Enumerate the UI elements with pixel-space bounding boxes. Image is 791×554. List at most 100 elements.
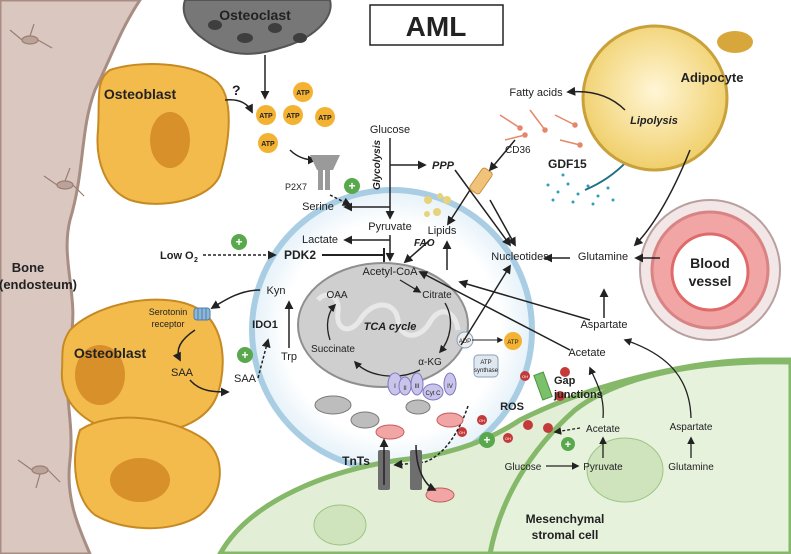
bone-label-1: Bone [12, 260, 45, 275]
complex-i-label: I [394, 384, 396, 390]
glycolysis-label: Glycolysis [372, 140, 383, 190]
cd36-transporter [469, 167, 493, 195]
citrate-label: Citrate [422, 290, 452, 301]
ido1-label: IDO1 [252, 319, 278, 331]
gap-junction-icon [533, 371, 553, 401]
atp-synthase: ATP synthase ADP ATP [456, 331, 522, 378]
blood-vessel-label-2: vessel [689, 273, 732, 289]
p2x7-label: P2X7 [285, 182, 307, 192]
gdf15-label: GDF15 [548, 157, 587, 171]
atp-label-5: ATP [261, 141, 275, 148]
adp-label: ADP [459, 339, 471, 345]
gap-junctions-label-2: junctions [553, 389, 603, 401]
succinate-label: Succinate [311, 344, 355, 355]
akg-label: α-KG [418, 357, 442, 368]
nucleotides-label: Nucleotides [491, 251, 549, 263]
p2x7-receptor-icon [310, 155, 340, 190]
kyn-label: Kyn [267, 285, 286, 297]
saa-inner-label: SAA [171, 367, 194, 379]
serotonin-label-1: Serotonin [149, 307, 188, 317]
mitochondrion [297, 262, 469, 388]
transferred-mitochondria [314, 395, 464, 503]
msc-label-2: stromal cell [532, 528, 599, 542]
bone-region [0, 0, 142, 554]
pyruvate-label: Pyruvate [368, 221, 411, 233]
electron-transport-chain: I II III Cyt C IV [387, 372, 457, 401]
adipocyte-cell [581, 24, 729, 172]
svg-text:+: + [235, 235, 242, 249]
atp-synthase-label-1: ATP [480, 360, 491, 366]
ppp-label: PPP [432, 160, 455, 172]
msc-aspartate-label: Aspartate [670, 422, 713, 433]
svg-text:OH: OH [522, 374, 528, 379]
plus-icon-pdk2 [231, 234, 247, 250]
title-box [369, 4, 504, 46]
svg-text:OH: OH [459, 430, 465, 435]
lipolysis-label: Lipolysis [630, 115, 678, 127]
bone-label-2: (endosteum) [0, 277, 77, 292]
glutamine-label: Glutamine [578, 251, 628, 263]
gap-junctions-label-1: Gap [554, 375, 576, 387]
low-o2-label: Low O [160, 250, 194, 262]
osteocytes [9, 23, 85, 489]
question-mark: ? [232, 82, 241, 98]
ros-radicals: OH OH OH OH [457, 367, 570, 443]
ros-label: ROS [500, 401, 524, 413]
atp-label-1: ATP [296, 90, 310, 97]
pdk2-label: PDK2 [284, 248, 316, 262]
aspartate-label: Aspartate [580, 319, 627, 331]
acetyl-coa-label: Acetyl-CoA [362, 266, 418, 278]
osteoclast-nuclei [208, 20, 307, 43]
complex-iii-label: III [414, 384, 419, 390]
atp-small-label: ATP [507, 340, 518, 346]
osteoblast-bottom-label: Osteoblast [74, 345, 147, 361]
serine-label: Serine [302, 201, 334, 213]
o2-subscript: 2 [194, 257, 198, 264]
plus-icon-msc [561, 437, 575, 451]
complex-ii-label: II [403, 386, 407, 392]
svg-text:+: + [241, 348, 248, 362]
trp-label: Trp [281, 351, 297, 363]
svg-text:OH: OH [505, 436, 511, 441]
atp-label-2: ATP [259, 113, 273, 120]
atp-label-3: ATP [286, 113, 300, 120]
lipids-label: Lipids [428, 225, 457, 237]
complex-iv-label: IV [447, 384, 453, 390]
cyt-c-label: Cyt C [426, 391, 442, 397]
plus-icon-p2x7 [344, 178, 360, 194]
msc-acetate-label: Acetate [586, 424, 620, 435]
acetate-label: Acetate [568, 347, 605, 359]
oaa-label: OAA [326, 290, 347, 301]
adipocyte-nucleus [717, 31, 753, 53]
lipid-droplets [424, 193, 451, 217]
blood-vessel-label-1: Blood [690, 255, 730, 271]
saa-outer-label: SAA [234, 373, 257, 385]
msc-glucose-label: Glucose [505, 462, 542, 473]
adipocyte-label: Adipocyte [681, 70, 744, 85]
osteoclast-label: Osteoclast [219, 7, 291, 23]
msc-glutamine-label: Glutamine [668, 462, 714, 473]
tca-cycle-label: TCA cycle [364, 321, 417, 333]
plus-icon-saa [237, 347, 253, 363]
atp-cluster: ATP ATP ATP ATP ATP [256, 82, 335, 153]
plus-icon-ros [479, 432, 495, 448]
tnt-tube-2 [410, 450, 422, 490]
lactate-label: Lactate [302, 234, 338, 246]
atp-synthase-label-2: synthase [474, 368, 499, 374]
osteoblast-top-label: Osteoblast [104, 86, 177, 102]
cd36-label: CD36 [505, 145, 531, 156]
serotonin-label-2: receptor [151, 319, 184, 329]
atp-label-4: ATP [318, 115, 332, 122]
title: AML [406, 11, 467, 42]
msc-pyruvate-label: Pyruvate [583, 462, 623, 473]
svg-text:+: + [565, 439, 571, 451]
fatty-acids-label: Fatty acids [509, 87, 563, 99]
msc-label-1: Mesenchymal [526, 512, 605, 526]
gdf15-dots [546, 173, 615, 206]
svg-text:+: + [348, 179, 355, 193]
fao-label: FAO [414, 238, 435, 249]
svg-text:OH: OH [479, 418, 485, 423]
osteoblast-top-nucleus [150, 112, 190, 168]
